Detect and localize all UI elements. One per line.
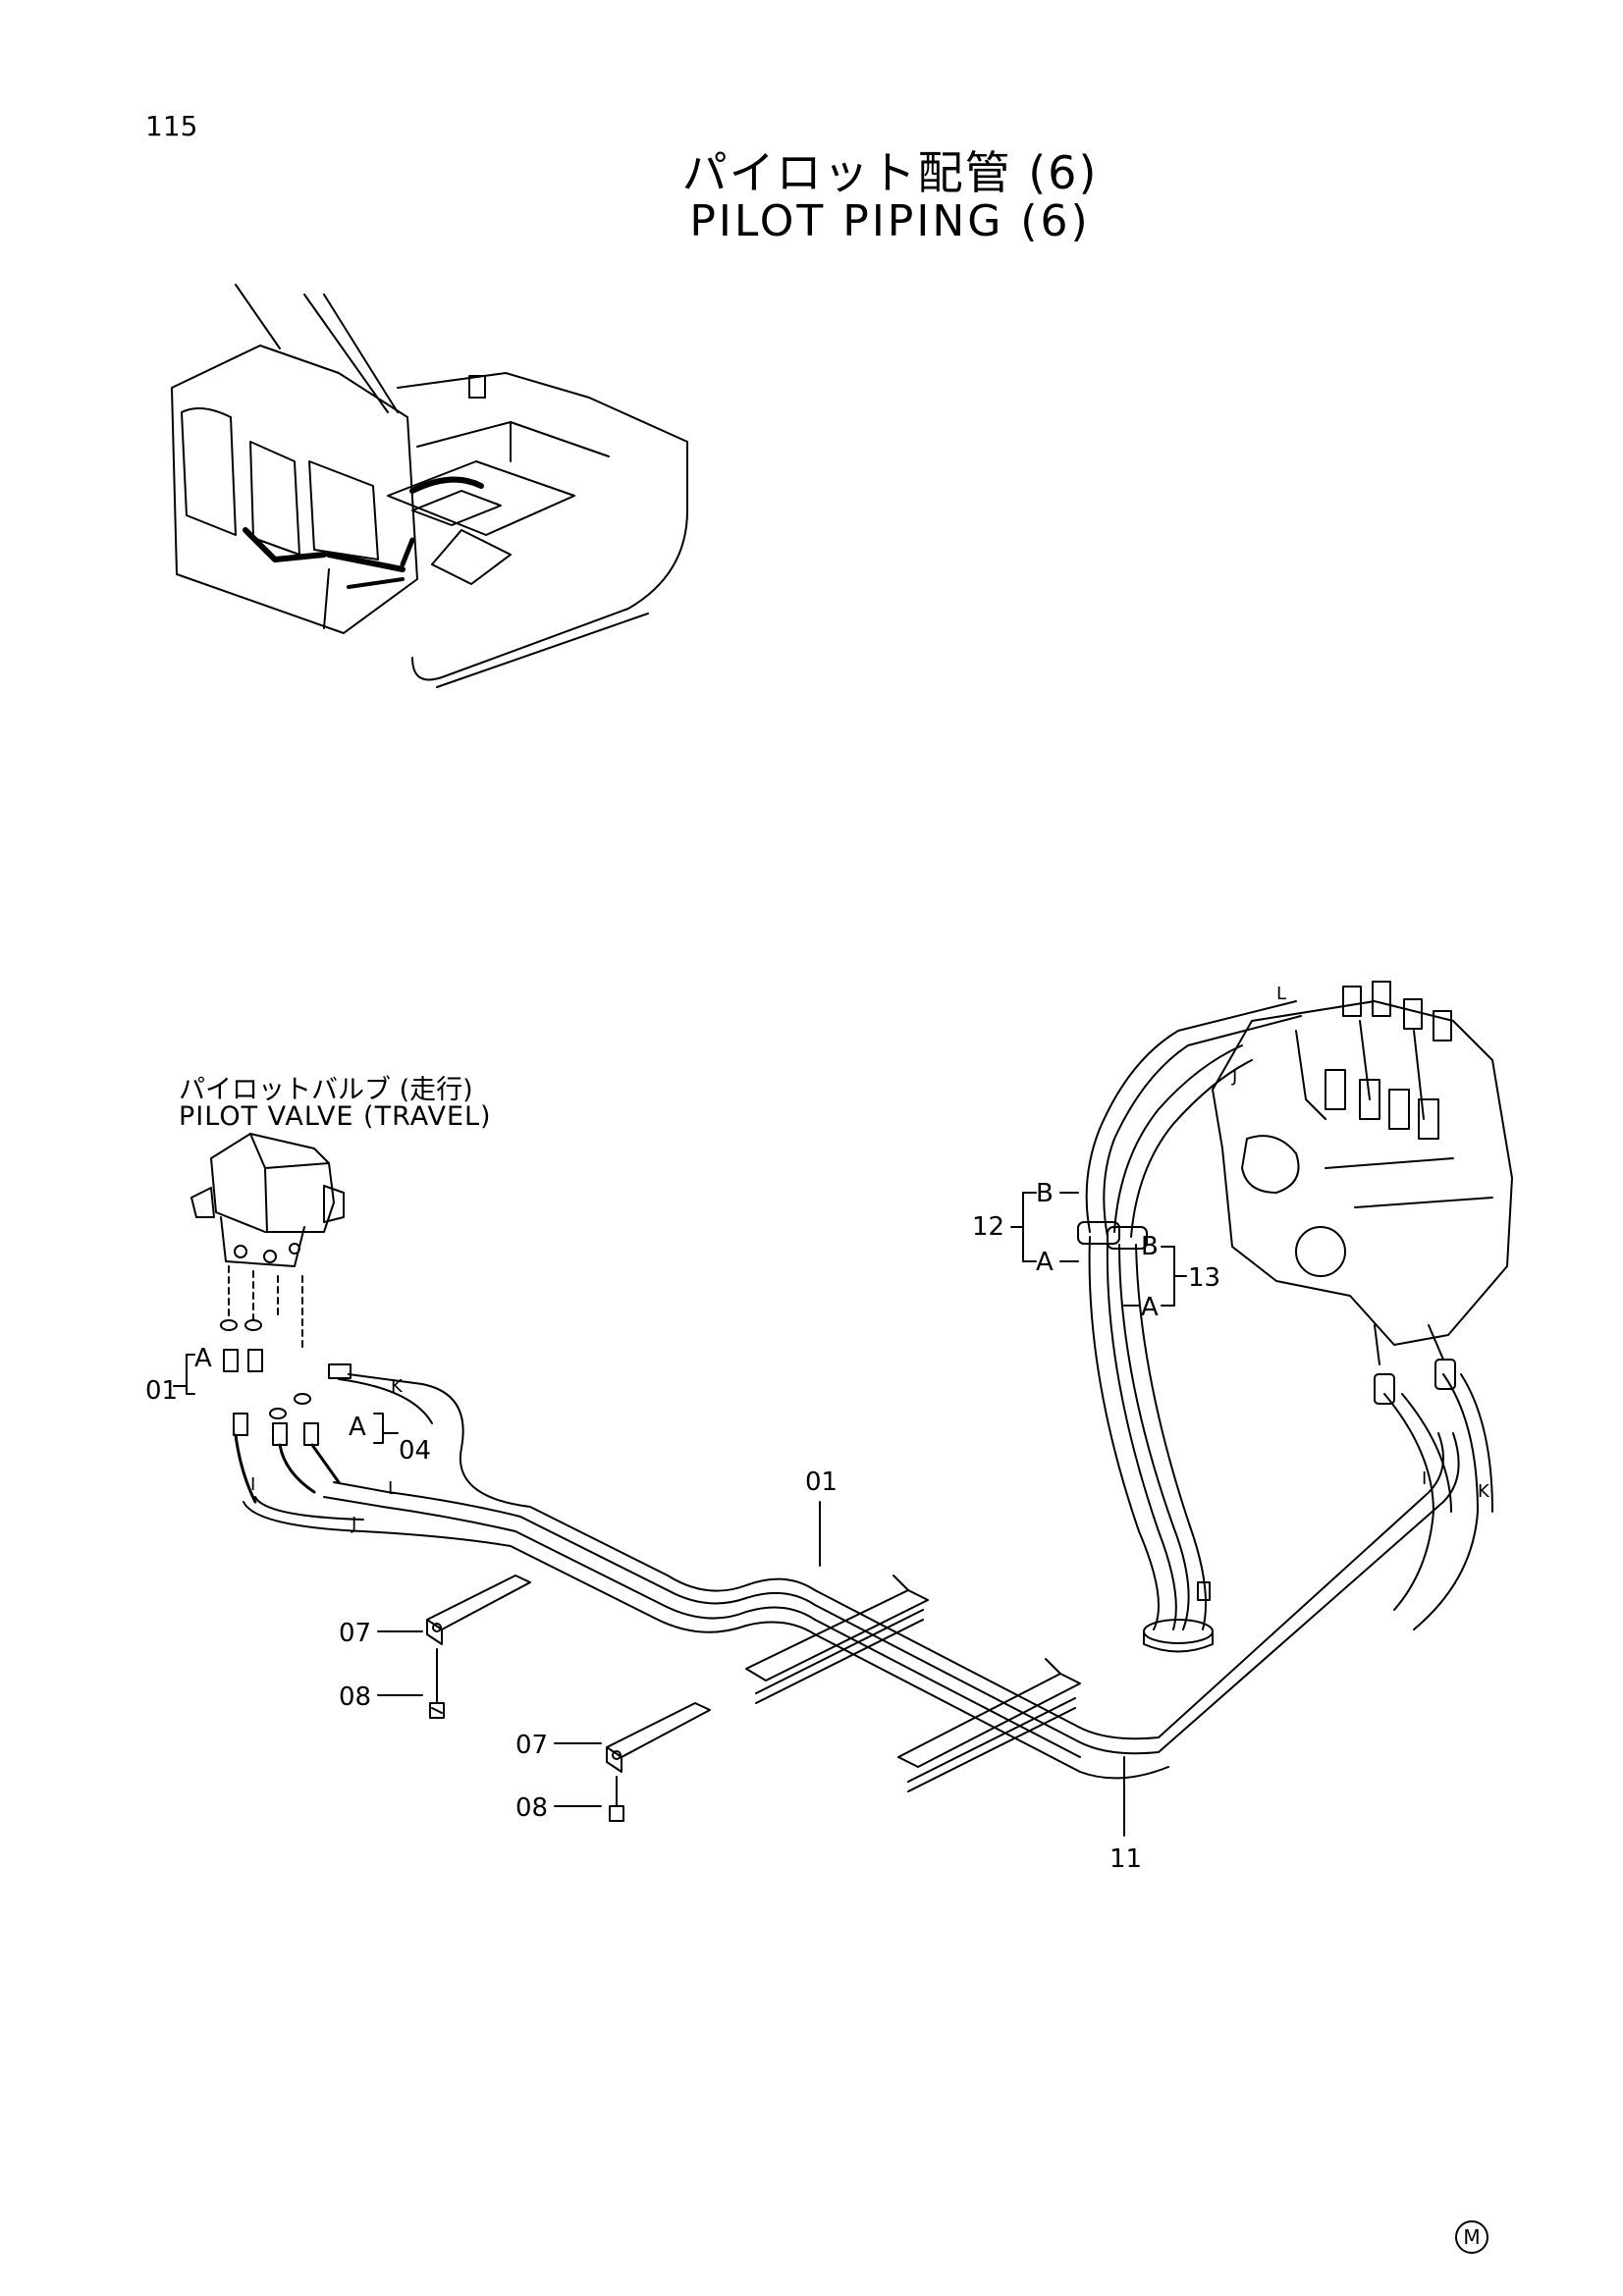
callout-13: 13	[1188, 1263, 1220, 1293]
letter-b-12: B	[1036, 1179, 1054, 1208]
letter-i-right: I	[1422, 1468, 1427, 1489]
letter-a-04: A	[349, 1413, 366, 1442]
letter-l-left: L	[388, 1478, 398, 1499]
letter-a-13: A	[1141, 1293, 1159, 1322]
callout-04: 04	[399, 1436, 431, 1466]
control-valve	[1212, 981, 1513, 1365]
letter-a-01: A	[194, 1344, 212, 1373]
callout-08-a: 08	[339, 1682, 371, 1712]
leader-lines	[173, 1192, 1187, 1837]
letter-j-right: J	[1231, 1066, 1237, 1087]
page-number: 115	[145, 110, 198, 142]
callout-labels: 01 A A 04 01 07 08 07 08 11 12 B A 13 B …	[145, 984, 1490, 1874]
hose-13	[1107, 1044, 1253, 1630]
letter-k-left: K	[391, 1376, 404, 1397]
clamp-07-b	[606, 1702, 711, 1822]
letter-i-left: I	[250, 1474, 255, 1495]
callout-07-b: 07	[515, 1731, 548, 1760]
hose-12	[1077, 1000, 1302, 1630]
callout-07-a: 07	[339, 1619, 371, 1648]
pilot-valve-label-en: PILOT VALVE (TRAVEL)	[179, 1101, 492, 1132]
callout-01-mid: 01	[805, 1468, 838, 1497]
callout-11: 11	[1109, 1844, 1142, 1874]
m-mark: M	[1455, 2220, 1488, 2254]
title-japanese: パイロット配管 (6)	[681, 146, 1099, 199]
callout-12: 12	[972, 1212, 1004, 1242]
excavator-overview	[171, 284, 688, 688]
hose-band-clamp	[1143, 1581, 1214, 1653]
pipe-bundle-01	[234, 1373, 1460, 1780]
callout-01-left: 01	[145, 1376, 178, 1406]
pilot-valve-travel	[190, 1133, 352, 1446]
letter-l-right: L	[1276, 984, 1286, 1004]
letter-k-right: K	[1478, 1481, 1490, 1502]
support-rails	[745, 1575, 1081, 1792]
letter-j-left: J	[351, 1514, 356, 1534]
pilot-valve-label-jp: パイロットバルブ (走行)	[179, 1075, 473, 1105]
clamp-07-a	[426, 1575, 531, 1719]
letter-b-13: B	[1141, 1232, 1159, 1261]
callout-08-b: 08	[515, 1793, 548, 1823]
letter-a-12: A	[1036, 1248, 1054, 1277]
title-english: PILOT PIPING (6)	[689, 196, 1091, 246]
hoses-i-k	[1374, 1359, 1493, 1630]
